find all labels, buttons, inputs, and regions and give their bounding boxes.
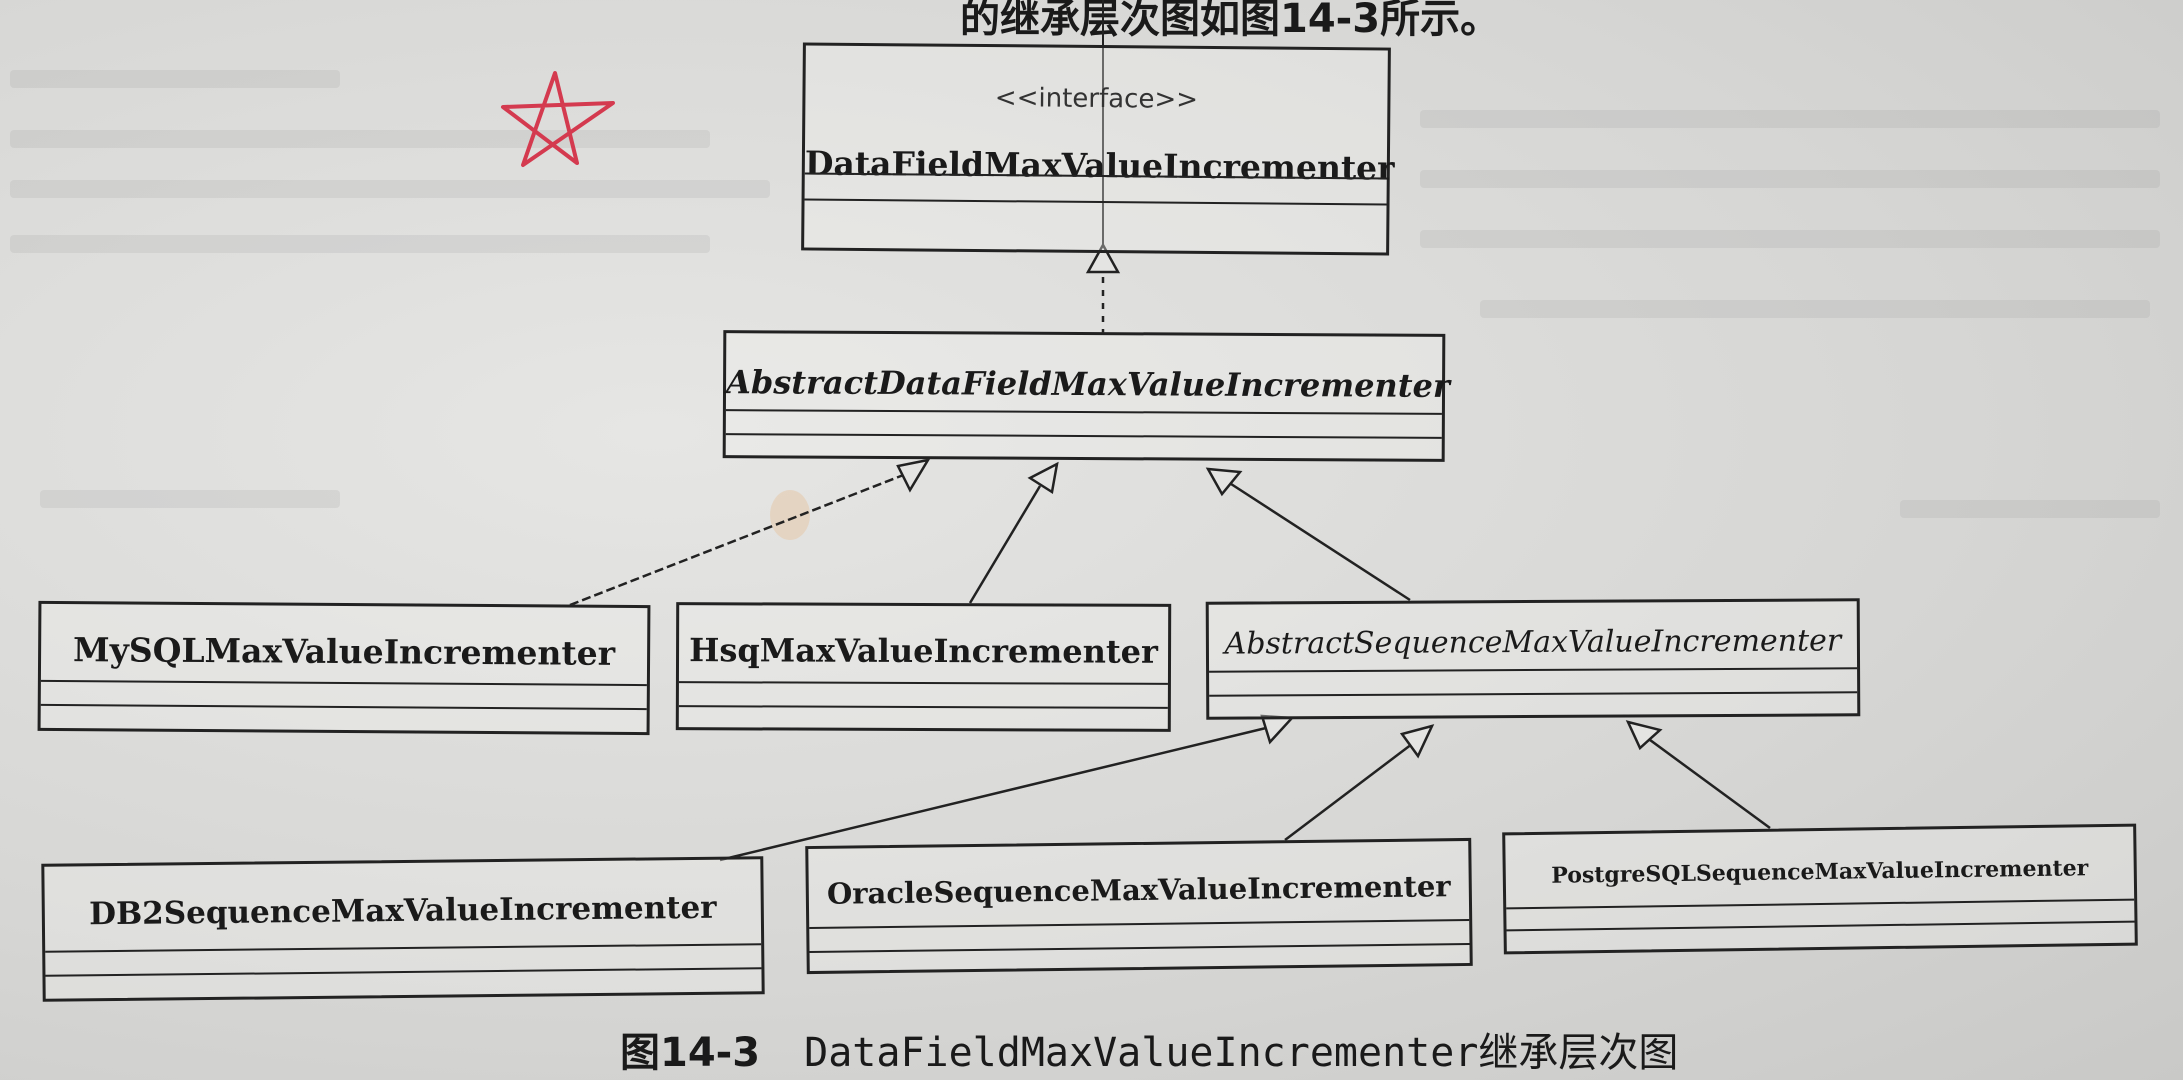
interface-class-name: DataFieldMaxValueIncrementer [804, 143, 1395, 188]
attributes-compartment [1209, 667, 1858, 673]
methods-compartment [809, 942, 1470, 954]
star-mark-icon [501, 71, 615, 167]
abstract-sequence-arrowhead [1205, 467, 1243, 497]
figure-number: 图14-3 [620, 1030, 761, 1076]
figure-caption: 图14-3 DataFieldMaxValueIncrementer继承层次图 [620, 1020, 1678, 1078]
figure-title: DataFieldMaxValueIncrementer继承层次图 [804, 1030, 1679, 1076]
postgres-class-box: PostgreSQLSequenceMaxValueIncrementer [1502, 823, 2138, 955]
hsq-arrowhead [1027, 461, 1059, 495]
interface-class-box: <<interface>> DataFieldMaxValueIncrement… [801, 42, 1395, 256]
postgres-arrowhead [1625, 720, 1663, 751]
bleed-through-text [10, 70, 340, 88]
bleed-through-text [1420, 230, 2160, 248]
db2-generalization-line [719, 726, 1267, 862]
attributes-compartment [678, 681, 1168, 685]
mysql-generalization-line [569, 472, 907, 607]
postgres-generalization-line [1649, 738, 1771, 830]
postgres-class-name: PostgreSQLSequenceMaxValueIncrementer [1551, 855, 2089, 889]
methods-compartment [725, 433, 1442, 439]
mysql-class-name: MySQLMaxValueIncrementer [72, 630, 616, 673]
bleed-through-text [1420, 110, 2160, 128]
hsq-class-box: HsqMaxValueIncrementer [675, 602, 1172, 732]
methods-compartment [1209, 691, 1858, 697]
db2-class-name: DB2SequenceMaxValueIncrementer [88, 889, 717, 933]
oracle-class-name: OracleSequenceMaxValueIncrementer [826, 869, 1451, 911]
header-text: 的继承层次图如图14-3所示。 [960, 0, 1501, 42]
realization-arrowhead [1085, 242, 1121, 274]
methods-compartment [804, 198, 1387, 206]
methods-compartment [678, 705, 1168, 709]
bleed-through-text [10, 180, 770, 198]
bleed-through-text [1480, 300, 2150, 318]
db2-arrowhead [1260, 714, 1295, 745]
methods-compartment [45, 967, 762, 977]
attributes-compartment [40, 679, 647, 687]
attributes-compartment [45, 943, 762, 953]
abstract-sequence-generalization-line [1227, 480, 1411, 602]
hsq-class-name: HsqMaxValueIncrementer [689, 631, 1158, 671]
bleed-through-text [1900, 500, 2160, 518]
attributes-compartment [725, 409, 1442, 415]
db2-class-box: DB2SequenceMaxValueIncrementer [41, 856, 765, 1002]
methods-compartment [40, 703, 647, 711]
attributes-compartment [809, 918, 1470, 930]
attributes-compartment [1506, 898, 2135, 910]
bleed-through-text [1420, 170, 2160, 188]
methods-compartment [1506, 920, 2135, 932]
hsq-generalization-line [968, 485, 1042, 604]
oracle-generalization-line [1284, 743, 1413, 841]
abstract-sequence-class-name: AbstractSequenceMaxValueIncrementer [1224, 623, 1842, 662]
mysql-class-box: MySQLMaxValueIncrementer [37, 600, 651, 736]
abstract-base-class-box: AbstractDataFieldMaxValueIncrementer [722, 330, 1450, 462]
mysql-arrowhead [896, 458, 931, 493]
abstract-base-class-name: AbstractDataFieldMaxValueIncrementer [725, 363, 1450, 405]
oracle-class-box: OracleSequenceMaxValueIncrementer [805, 837, 1473, 975]
abstract-sequence-class-box: AbstractSequenceMaxValueIncrementer [1205, 598, 1861, 720]
interface-stereotype: <<interface>> [994, 83, 1199, 115]
bleed-through-text [10, 235, 710, 253]
bleed-through-text [40, 490, 340, 508]
oracle-arrowhead [1399, 724, 1435, 759]
